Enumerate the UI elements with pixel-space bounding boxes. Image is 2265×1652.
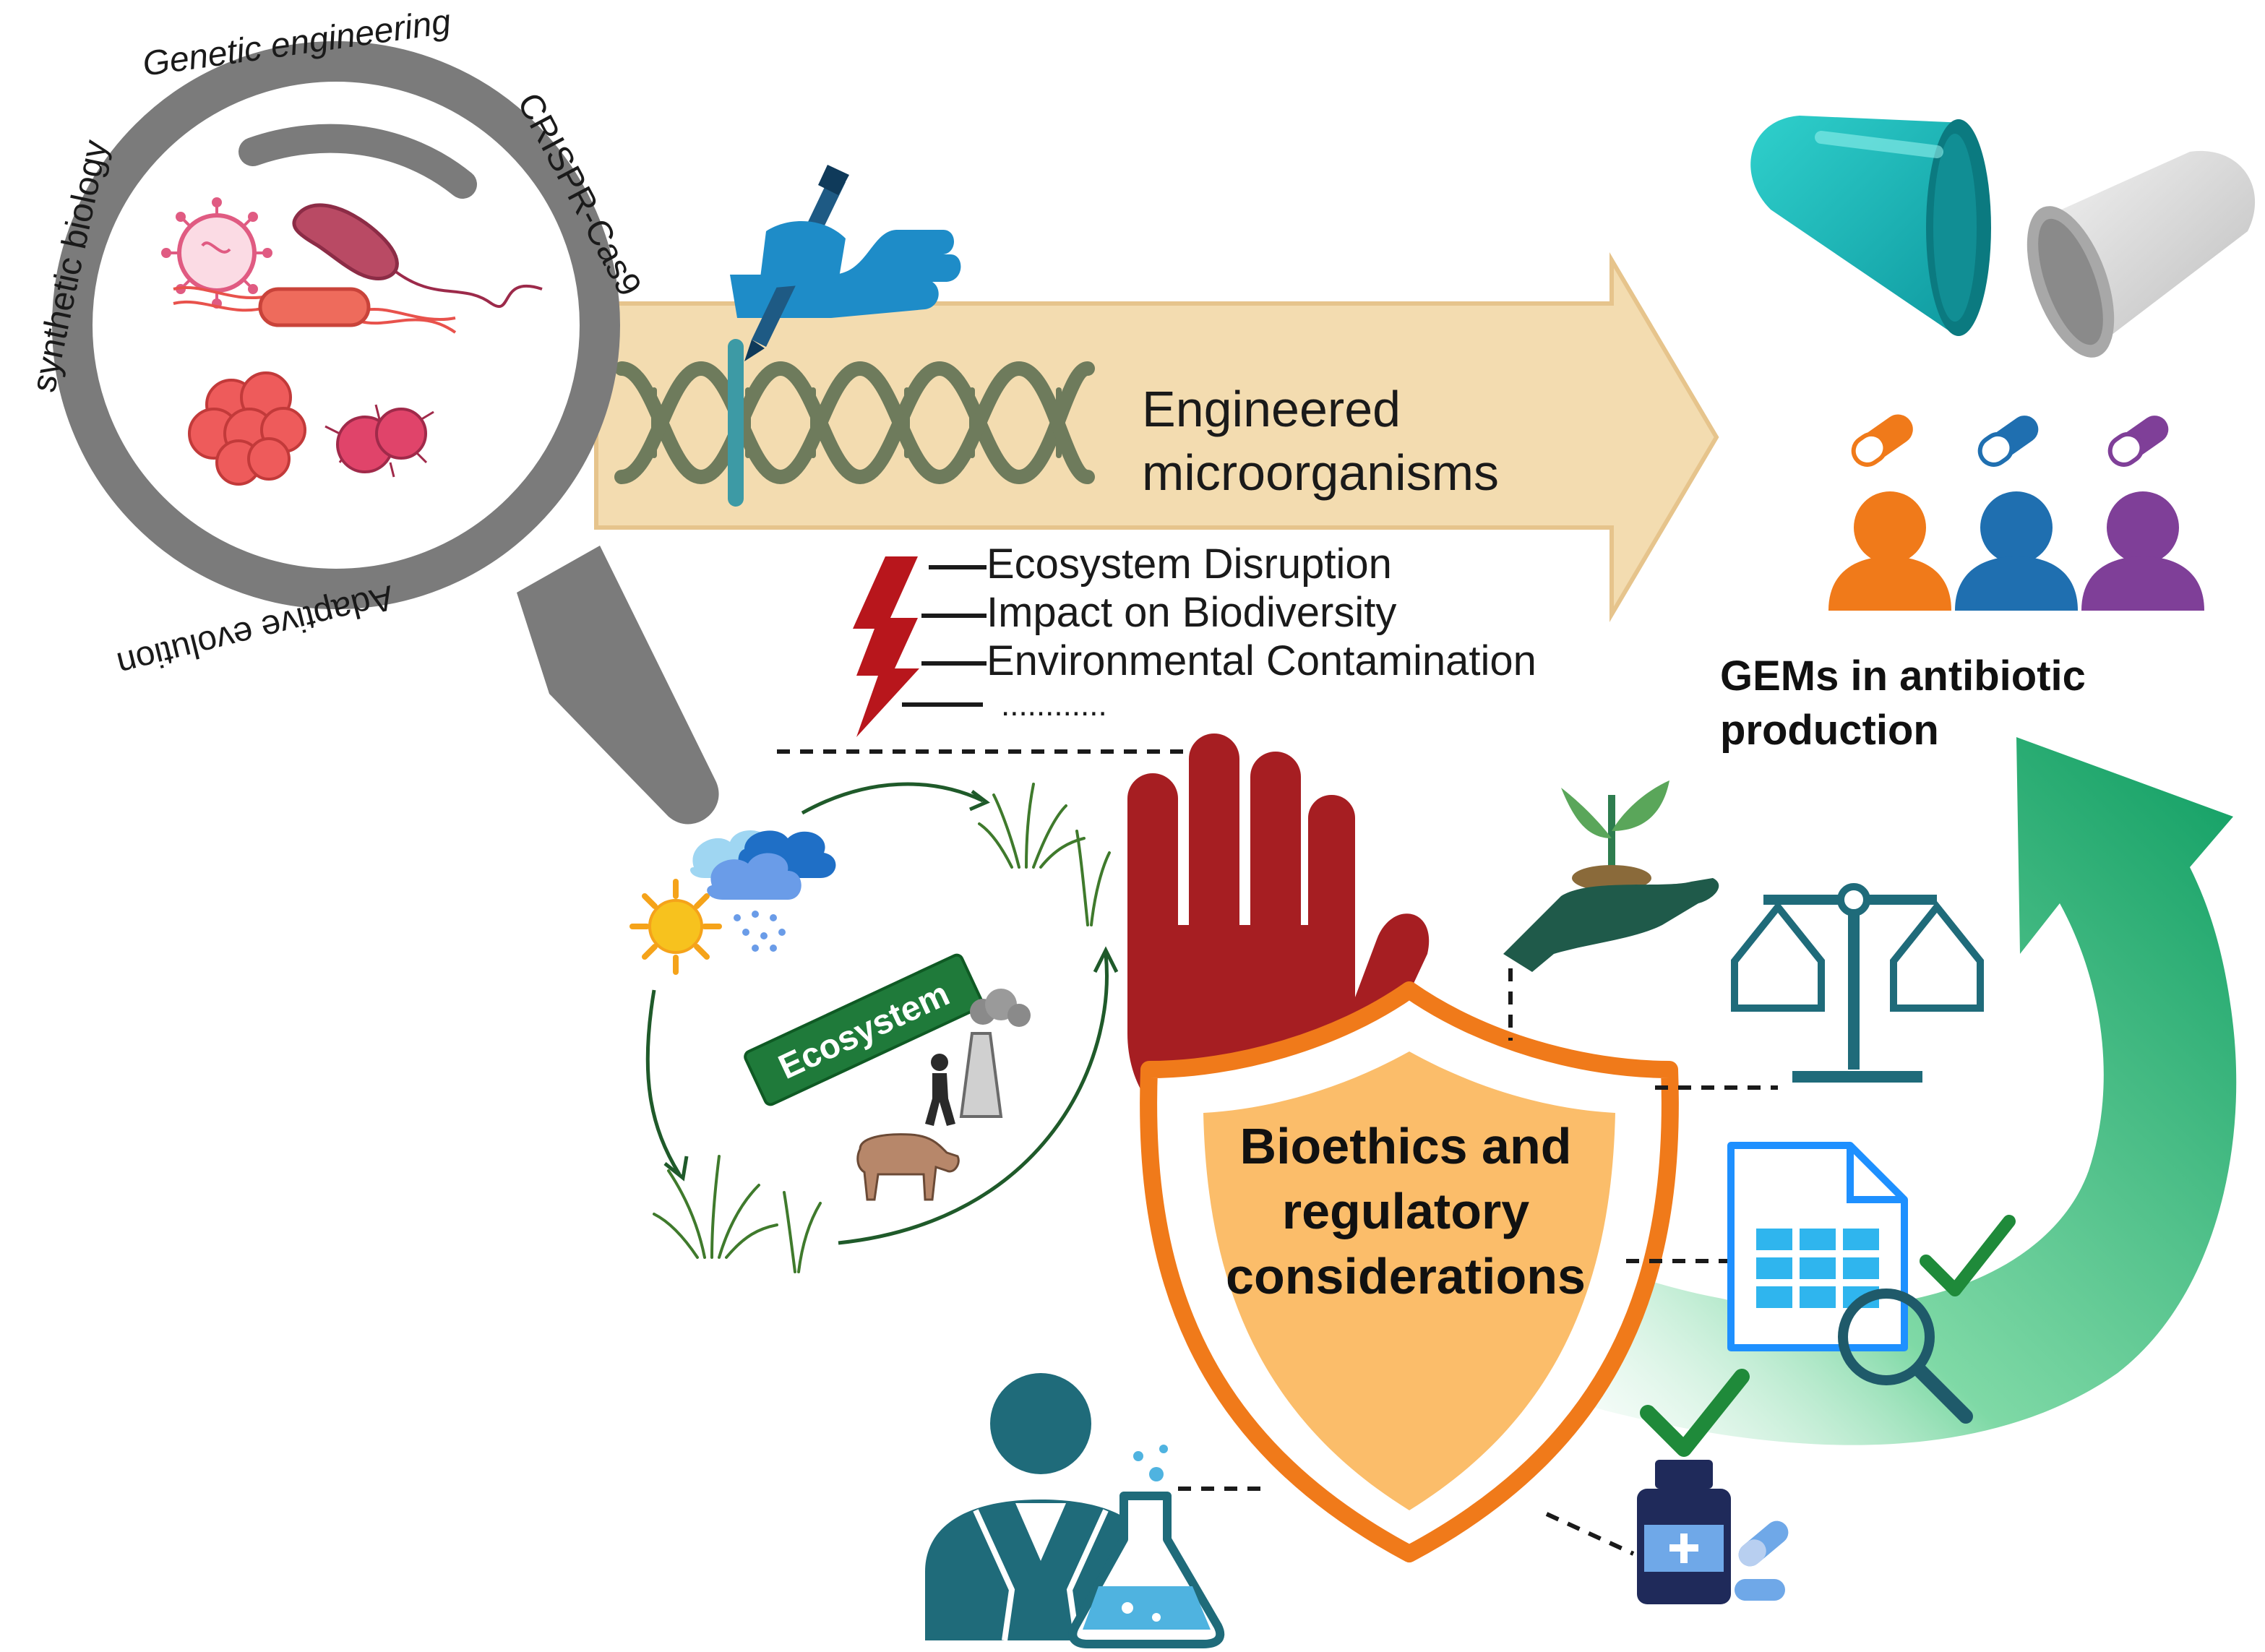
bacterium-icon (292, 203, 543, 309)
gems-label-line1: GEMs in antibiotic (1720, 653, 2086, 700)
ecosystem-badge: Ecosystem (744, 953, 984, 1106)
medicine-bottle-icon (1637, 1460, 1731, 1604)
flask-icon (1068, 1445, 1225, 1648)
scale-icon (1731, 883, 1984, 1083)
person-icon (2081, 491, 2204, 611)
risk-list (902, 565, 987, 707)
pen-hand-icon (730, 165, 961, 361)
capsule-icon (2027, 150, 2256, 358)
plant-hand-icon (1503, 780, 1719, 972)
lightning-icon (853, 556, 919, 737)
dashed-connector (1545, 1512, 1635, 1556)
cell-cluster-icon (188, 371, 306, 486)
ecosystem-cycle (645, 782, 1119, 1245)
shield-title-line3: considerations (1226, 1248, 1586, 1304)
arrow-label-line2: microorganisms (1142, 444, 1499, 501)
dna-icon (614, 339, 1095, 507)
cow-icon (856, 1133, 960, 1201)
risk-item-biodiversity: Impact on Biodiversity (987, 589, 1396, 636)
bacterium-icon (173, 285, 457, 334)
shield-title-line2: regulatory (1282, 1183, 1529, 1239)
pill-icon (1851, 414, 2169, 467)
risk-item-ecosystem: Ecosystem Disruption (987, 541, 1392, 588)
cocci-icon (325, 404, 434, 478)
risk-item-more: ............ (1001, 687, 1107, 723)
check-icon (1640, 1369, 1750, 1457)
grass-icon (653, 1155, 822, 1273)
main-arrow (594, 252, 1719, 622)
capsule-icon (1750, 116, 1991, 336)
person-icon (1828, 491, 1951, 611)
cloud-rain-icon (690, 830, 836, 952)
factory-icon (959, 989, 1031, 1118)
virus-icon (161, 197, 272, 309)
risk-item-contamination: Environmental Contamination (987, 637, 1536, 684)
person-icon (1955, 491, 2078, 611)
person-walking-icon (925, 1054, 955, 1126)
sun-icon (629, 879, 722, 975)
shield: Bioethics and regulatory considerations (1140, 981, 1679, 1562)
pill-icon (1735, 1520, 1789, 1601)
arrow-label-line1: Engineered (1142, 381, 1401, 437)
gems-label-line2: production (1720, 707, 1939, 754)
magnifier-small-icon (1838, 1289, 1973, 1424)
grass-icon (978, 783, 1111, 926)
shield-title-line1: Bioethics and (1240, 1118, 1572, 1174)
